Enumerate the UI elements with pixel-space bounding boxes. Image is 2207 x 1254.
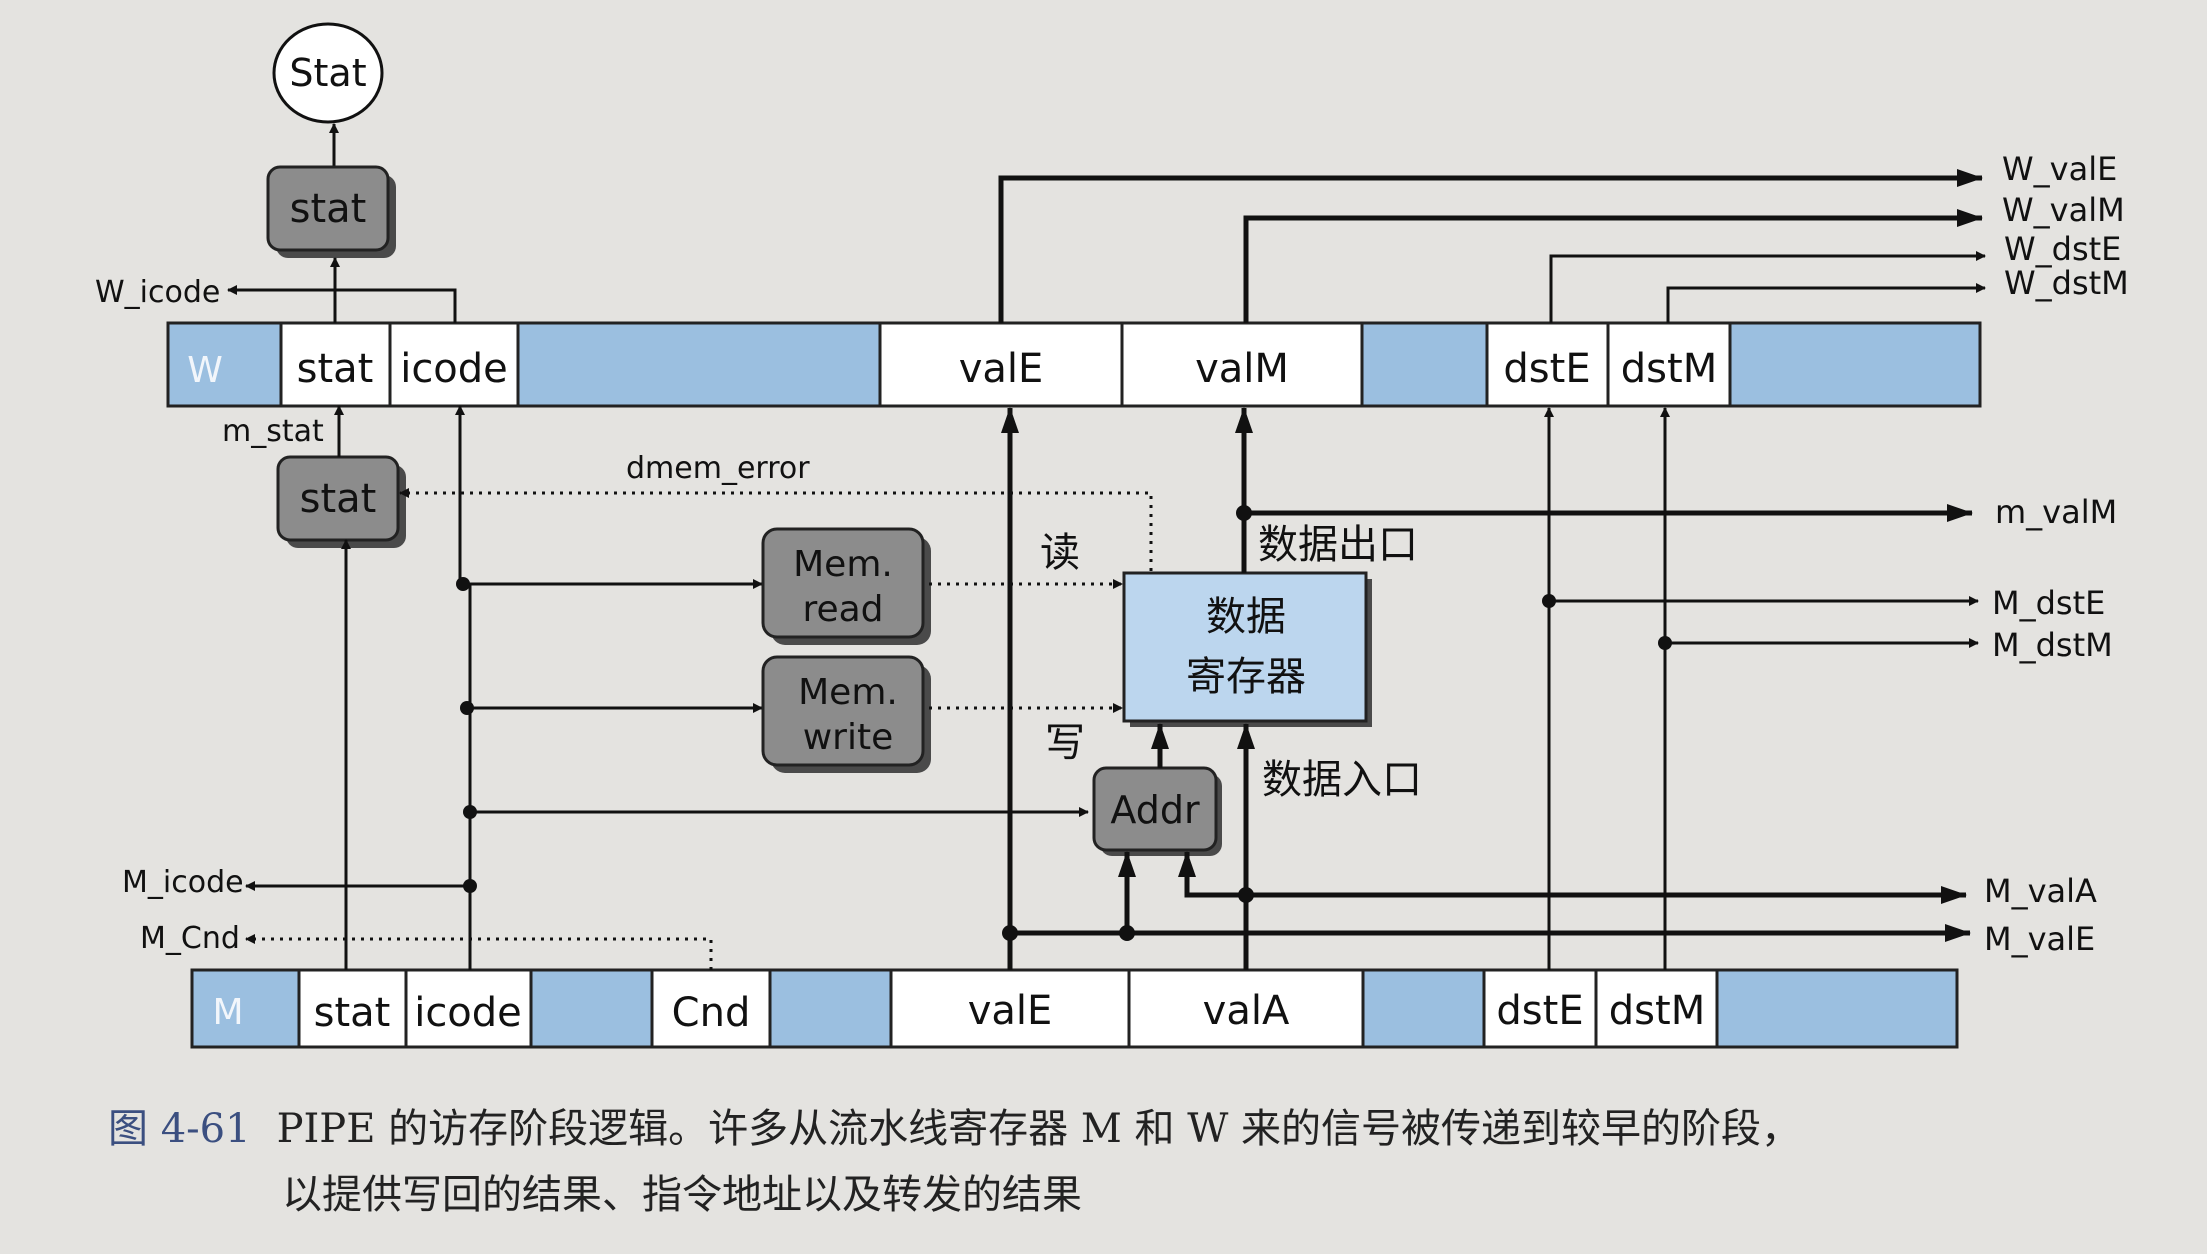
svg-text:数据: 数据 xyxy=(1206,594,1286,640)
w-field-vale: valE xyxy=(959,346,1044,392)
out-w-valm: W_valM xyxy=(2002,191,2125,229)
data-in-label: 数据入口 xyxy=(1262,757,1422,803)
w-dste-wire xyxy=(1549,251,1986,323)
out-w-dste: W_dstE xyxy=(2004,230,2121,268)
w-stage-label: W xyxy=(187,350,223,391)
w-icode-wire xyxy=(227,285,457,323)
m-icode-label: M_icode xyxy=(122,865,244,900)
out-m-dste: M_dstE xyxy=(1992,584,2105,622)
svg-text:stat: stat xyxy=(300,476,377,522)
w-field-stat: stat xyxy=(297,346,374,392)
m-field-dste: dstE xyxy=(1496,988,1583,1034)
m-field-cnd: Cnd xyxy=(672,990,751,1036)
m-cnd-label: M_Cnd xyxy=(140,921,240,956)
m-field-vala: valA xyxy=(1203,988,1290,1034)
read-label: 读 xyxy=(1040,530,1080,576)
svg-text:write: write xyxy=(803,717,894,758)
out-m-vala: M_valA xyxy=(1984,872,2097,910)
out-w-vale: W_valE xyxy=(2002,150,2117,188)
figure-number: 图 4-61 xyxy=(108,1106,251,1152)
data-memory-block: 数据 寄存器 xyxy=(1122,571,1372,727)
svg-text:Mem.: Mem. xyxy=(798,672,898,713)
w-field-icode: icode xyxy=(400,346,508,392)
svg-text:Stat: Stat xyxy=(289,51,366,95)
svg-text:stat: stat xyxy=(290,186,367,232)
write-label: 写 xyxy=(1045,720,1085,766)
m-field-vale: valE xyxy=(968,988,1053,1034)
addr-block: Addr xyxy=(1092,766,1222,856)
dmem-error-label: dmem_error xyxy=(626,451,810,486)
m-cnd-wire xyxy=(245,934,713,970)
svg-text:Addr: Addr xyxy=(1110,788,1200,832)
dmem-error-wire xyxy=(399,488,1153,580)
m-field-stat: stat xyxy=(314,990,391,1036)
mem-write-block: Mem. write xyxy=(761,655,931,773)
figure-caption: 图 4-61 PIPE 的访存阶段逻辑。许多从流水线寄存器 M 和 W 来的信号被… xyxy=(108,1096,2168,1228)
svg-text:寄存器: 寄存器 xyxy=(1186,654,1306,700)
m-stage-label: M xyxy=(212,992,243,1033)
w-field-dste: dstE xyxy=(1503,346,1590,392)
data-out-label: 数据出口 xyxy=(1258,522,1418,568)
svg-text:read: read xyxy=(802,589,883,630)
w-icode-label: W_icode xyxy=(95,275,220,310)
stat-block-w: stat xyxy=(266,165,396,258)
caption-line-2: 以提供写回的结果、指令地址以及转发的结果 xyxy=(282,1172,1082,1218)
vala-to-addr-wire xyxy=(1178,851,1246,898)
out-m-vale: M_valE xyxy=(1984,920,2095,958)
out-m-valm: m_valM xyxy=(1995,493,2117,531)
pipeline-register-w: W stat icode valE valM dstE dstM xyxy=(166,321,1982,408)
m-stat-label: m_stat xyxy=(222,414,324,449)
m-field-icode: icode xyxy=(414,990,522,1036)
stat-block-m: stat xyxy=(276,455,406,548)
mem-read-block: Mem. read xyxy=(761,527,931,645)
w-field-valm: valM xyxy=(1195,346,1289,392)
w-dstm-wire xyxy=(1666,283,1986,323)
stat-output-node: Stat xyxy=(272,22,384,124)
pipeline-register-m: M stat icode Cnd valE valA dstE dstM xyxy=(190,968,1959,1049)
w-valm-wire xyxy=(1243,209,1983,323)
out-w-dstm: W_dstM xyxy=(2004,264,2129,302)
w-field-dstm: dstM xyxy=(1621,346,1717,392)
m-field-dstm: dstM xyxy=(1609,988,1705,1034)
svg-text:Mem.: Mem. xyxy=(793,544,893,585)
out-m-dstm: M_dstM xyxy=(1992,626,2113,664)
caption-line-1: PIPE 的访存阶段逻辑。许多从流水线寄存器 M 和 W 来的信号被传递到较早的… xyxy=(276,1106,1802,1152)
w-vale-wire xyxy=(998,169,1983,323)
